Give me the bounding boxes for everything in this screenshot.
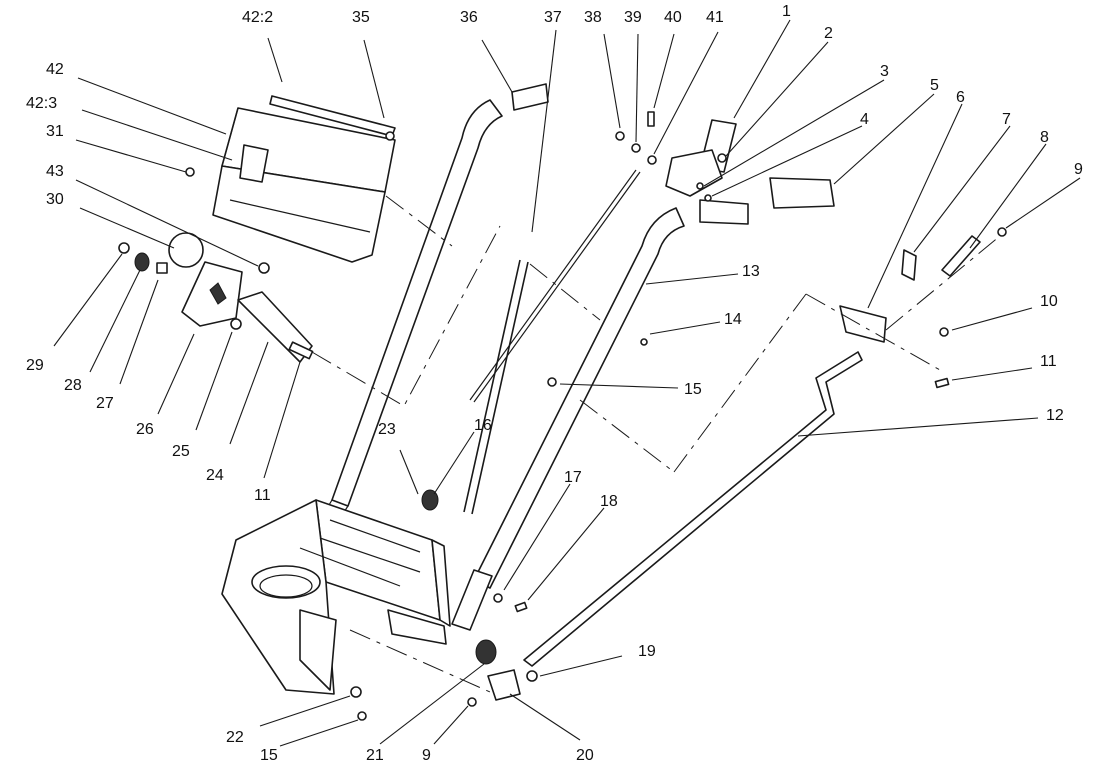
callout-11-left: 11 [254,487,271,504]
leader-lines [53,19,1081,747]
callout-8: 8 [1040,129,1049,146]
callout-labels: 1 2 3 4 5 6 7 8 9 10 11 12 13 14 15 16 1… [26,3,1083,764]
callout-29: 29 [26,357,44,374]
shift-bracket [839,227,1007,389]
callout-9-bottom: 9 [422,747,431,764]
callout-19: 19 [638,643,656,660]
left-handle [325,83,549,519]
callout-20: 20 [576,747,594,764]
callout-12: 12 [1046,407,1064,424]
callout-1: 1 [782,3,791,20]
callout-41: 41 [706,9,724,26]
callout-13: 13 [742,263,760,280]
callout-26: 26 [136,421,154,438]
callout-22: 22 [226,729,244,746]
auger-housing [221,499,451,695]
callout-39: 39 [624,9,642,26]
callout-42: 42 [46,61,64,78]
callout-43: 43 [46,163,64,180]
callout-2: 2 [824,25,833,42]
callout-4: 4 [860,111,869,128]
top-hardware [615,111,737,202]
callout-14: 14 [724,311,742,328]
callout-42-2: 42:2 [242,9,273,26]
callout-28: 28 [64,377,82,394]
lower-hardware [350,338,648,721]
callout-35: 35 [352,9,370,26]
callout-16: 16 [474,417,492,434]
callout-25: 25 [172,443,190,460]
callout-38: 38 [584,9,602,26]
callout-17: 17 [564,469,582,486]
callout-6: 6 [956,89,965,106]
assembly-lines [311,195,1001,693]
callout-10: 10 [1040,293,1058,310]
left-hardware [118,131,395,360]
callout-5: 5 [930,77,939,94]
callout-36: 36 [460,9,478,26]
callout-21: 21 [366,747,384,764]
callout-15-bottom: 15 [260,747,278,764]
right-handle [451,177,835,631]
callout-37: 37 [544,9,562,26]
callout-30: 30 [46,191,64,208]
callout-42-3: 42:3 [26,95,57,112]
callout-18: 18 [600,493,618,510]
callout-23: 23 [378,421,396,438]
callout-15-mid: 15 [684,381,702,398]
callout-3: 3 [880,63,889,80]
callout-7: 7 [1002,111,1011,128]
callout-24: 24 [206,467,224,484]
callout-27: 27 [96,395,114,412]
chute-deflector [212,95,396,263]
callout-31: 31 [46,123,64,140]
callout-11-right: 11 [1040,353,1057,370]
rods [463,169,863,667]
callout-9-top: 9 [1074,161,1083,178]
callout-40: 40 [664,9,682,26]
